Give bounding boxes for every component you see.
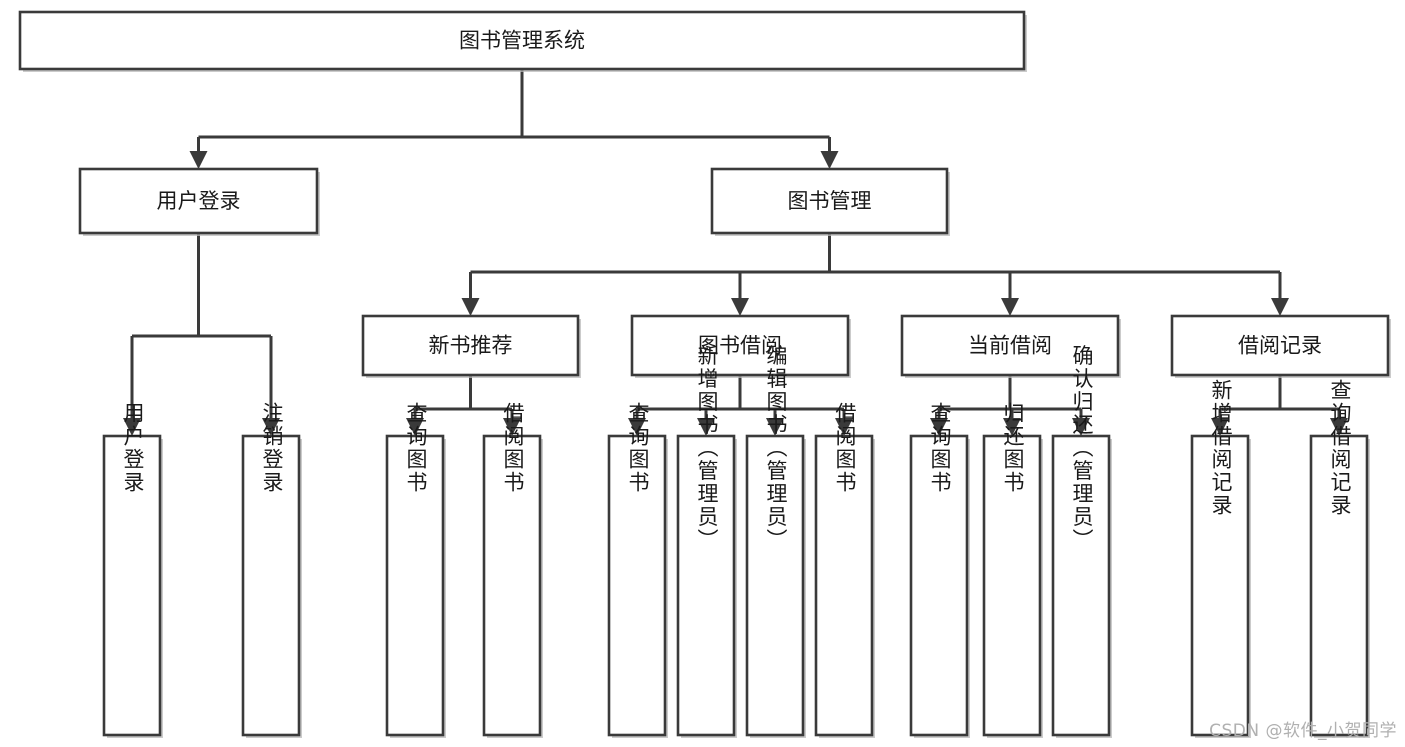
node-label-leaf-query-record: 查询借阅记录: [1328, 379, 1352, 517]
node-borrow-record[interactable]: 借阅记录: [1170, 314, 1391, 378]
node-leaf-query-book-3[interactable]: 查询图书: [909, 402, 970, 738]
borrow-record-to-0-arrowhead: [1211, 418, 1229, 436]
node-label-leaf-query-book-1: 查询图书: [404, 402, 428, 494]
csdn-watermark: CSDN @软件_小贺同学: [1209, 721, 1397, 741]
node-label-leaf-confirm-return: 确认归还（管理员）: [1070, 345, 1094, 552]
node-label-new-book-recommend: 新书推荐: [429, 334, 513, 358]
connectors-layer: [123, 69, 1348, 436]
user-login-to-0-arrowhead: [123, 418, 141, 436]
current-borrow-to-0-arrowhead: [930, 418, 948, 436]
node-leaf-confirm-return[interactable]: 确认归还（管理员）: [1051, 345, 1112, 739]
node-leaf-edit-book[interactable]: 编辑图书（管理员）: [745, 345, 806, 739]
node-label-leaf-edit-book: 编辑图书（管理员）: [764, 345, 788, 552]
node-leaf-add-record[interactable]: 新增借阅记录: [1190, 379, 1251, 738]
node-label-book-manage: 图书管理: [788, 189, 872, 213]
node-label-current-borrow: 当前借阅: [968, 334, 1052, 358]
node-root[interactable]: 图书管理系统: [18, 10, 1027, 72]
user-login-to-1-arrowhead: [262, 418, 280, 436]
book-manage-to-0-arrowhead: [461, 298, 480, 316]
node-leaf-return-book[interactable]: 归还图书: [982, 402, 1043, 738]
node-label-book-borrow: 图书借阅: [698, 334, 782, 358]
node-label-borrow-record: 借阅记录: [1238, 334, 1322, 358]
borrow-record-to-1-arrowhead: [1330, 418, 1348, 436]
nodes-layer: 图书管理系统用户登录用户登录注销登录图书管理新书推荐查询图书借阅图书图书借阅查询…: [18, 10, 1391, 739]
node-leaf-borrow-book-2[interactable]: 借阅图书: [814, 402, 875, 738]
book-borrow-to-2-arrowhead: [766, 418, 784, 436]
current-borrow-to-1-arrowhead: [1003, 418, 1021, 436]
node-book-manage[interactable]: 图书管理: [710, 167, 950, 236]
node-new-book-recommend[interactable]: 新书推荐: [361, 314, 581, 378]
node-user-login[interactable]: 用户登录: [78, 167, 320, 236]
node-label-leaf-borrow-book-1: 借阅图书: [501, 402, 525, 494]
book-manage-to-2-arrowhead: [1001, 298, 1019, 316]
node-label-leaf-query-book-3: 查询图书: [928, 402, 952, 494]
node-label-leaf-user-login: 用户登录: [121, 402, 145, 494]
node-leaf-add-book[interactable]: 新增图书（管理员）: [676, 345, 737, 739]
node-label-leaf-borrow-book-2: 借阅图书: [833, 402, 857, 494]
node-label-leaf-return-book: 归还图书: [1001, 402, 1025, 494]
node-book-borrow[interactable]: 图书借阅: [630, 314, 851, 378]
current-borrow-to-2-arrowhead: [1072, 418, 1090, 436]
book-borrow-to-1-arrowhead: [697, 418, 715, 436]
new-book-recommend-to-1-arrowhead: [503, 418, 521, 436]
book-borrow-to-0-arrowhead: [628, 418, 646, 436]
book-manage-to-1-arrowhead: [731, 298, 749, 316]
node-label-leaf-logout: 注销登录: [260, 402, 284, 494]
node-label-leaf-add-record: 新增借阅记录: [1209, 379, 1233, 517]
node-label-root: 图书管理系统: [459, 29, 585, 53]
node-label-leaf-add-book: 新增图书（管理员）: [695, 345, 719, 552]
new-book-recommend-to-0-arrowhead: [406, 418, 424, 436]
node-label-user-login: 用户登录: [157, 189, 241, 213]
node-leaf-user-login[interactable]: 用户登录: [102, 402, 163, 738]
book-borrow-to-3-arrowhead: [835, 418, 853, 436]
node-current-borrow[interactable]: 当前借阅: [900, 314, 1121, 378]
node-leaf-logout[interactable]: 注销登录: [241, 402, 302, 738]
node-label-leaf-query-book-2: 查询图书: [626, 402, 650, 494]
node-leaf-query-record[interactable]: 查询借阅记录: [1309, 379, 1370, 738]
book-manage-to-3-arrowhead: [1271, 298, 1289, 316]
node-leaf-query-book-2[interactable]: 查询图书: [607, 402, 668, 738]
root-to-0-arrowhead: [189, 151, 208, 169]
root-to-1-arrowhead: [820, 151, 839, 169]
node-leaf-borrow-book-1[interactable]: 借阅图书: [482, 402, 543, 738]
node-leaf-query-book-1[interactable]: 查询图书: [385, 402, 446, 738]
